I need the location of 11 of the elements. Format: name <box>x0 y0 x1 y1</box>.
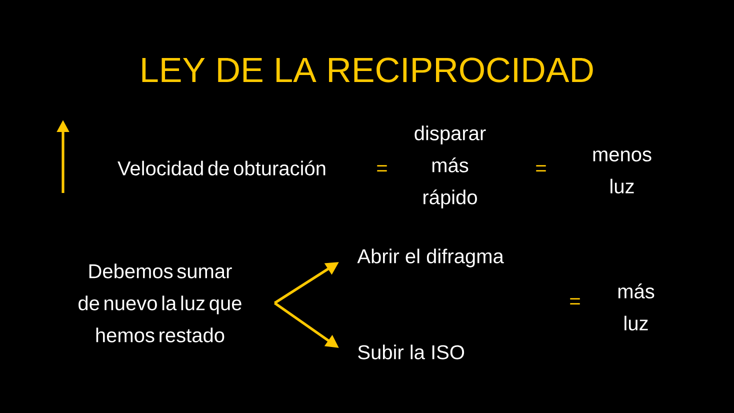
equals-sign: = <box>570 298 580 305</box>
title: LEY DE LA RECIPROCIDAD <box>142 58 593 82</box>
node-text: Debemos sumar de nuevo la luz que hemos restado <box>78 264 242 342</box>
node-text: Subir la ISO <box>358 344 464 360</box>
equals-sign: = <box>377 165 387 172</box>
label-text: más luz <box>618 284 654 330</box>
equals-sign: = <box>536 165 546 172</box>
label-text: Velocidad de obturación <box>118 160 326 176</box>
node-text: Abrir el difragma <box>357 248 504 268</box>
label-text: menos luz <box>593 150 652 194</box>
label-text: disparar más rápido <box>414 126 486 208</box>
